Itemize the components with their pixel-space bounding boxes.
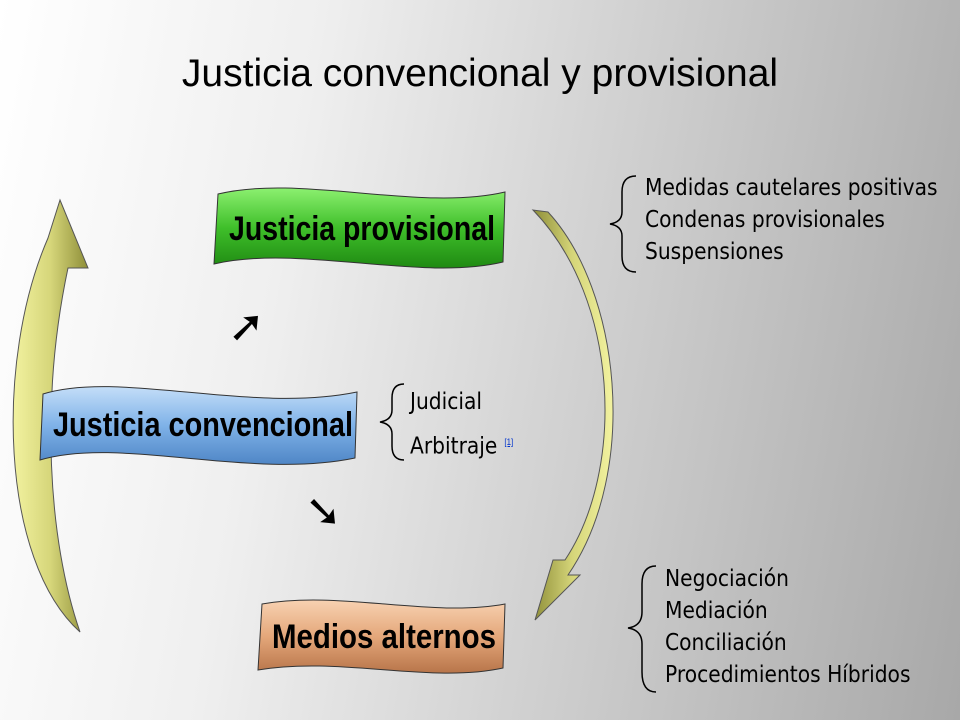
banner-alternos bbox=[257, 599, 506, 674]
brace-provisional bbox=[609, 175, 637, 273]
list-alternos: Negociación Mediación Conciliación Proce… bbox=[665, 563, 910, 691]
list-item-label: Arbitraje bbox=[410, 433, 498, 460]
slide-title: Justicia convencional y provisional bbox=[181, 52, 779, 95]
list-provisional: Medidas cautelares positivas Condenas pr… bbox=[645, 172, 938, 268]
list-item: Mediación bbox=[665, 598, 768, 624]
banner-provisional-label: Justicia provisional bbox=[229, 210, 495, 248]
footnote-link[interactable]: [1] bbox=[504, 437, 514, 447]
arrow-up-right-icon: ➚ bbox=[228, 301, 265, 352]
banner-convencional bbox=[39, 386, 358, 465]
brace-convencional bbox=[379, 383, 405, 461]
banner-convencional-label: Justicia convencional bbox=[53, 406, 353, 444]
list-item: Conciliación bbox=[665, 630, 787, 656]
list-item: Condenas provisionales bbox=[645, 207, 885, 233]
brace-alternos bbox=[627, 565, 657, 693]
curved-arrow-right bbox=[531, 209, 614, 621]
banner-alternos-label: Medios alternos bbox=[272, 618, 496, 656]
arrow-down-right-icon: ➘ bbox=[305, 486, 342, 537]
banner-provisional bbox=[213, 187, 506, 269]
list-convencional: Judicial Arbitraje [1] bbox=[410, 382, 513, 467]
list-item: Medidas cautelares positivas bbox=[645, 175, 938, 201]
list-item: Suspensiones bbox=[645, 239, 784, 265]
list-item: Procedimientos Híbridos bbox=[665, 662, 911, 688]
list-item: Negociación bbox=[665, 566, 789, 592]
list-item: Arbitraje [1] bbox=[410, 422, 513, 467]
list-item: Judicial bbox=[410, 389, 483, 415]
